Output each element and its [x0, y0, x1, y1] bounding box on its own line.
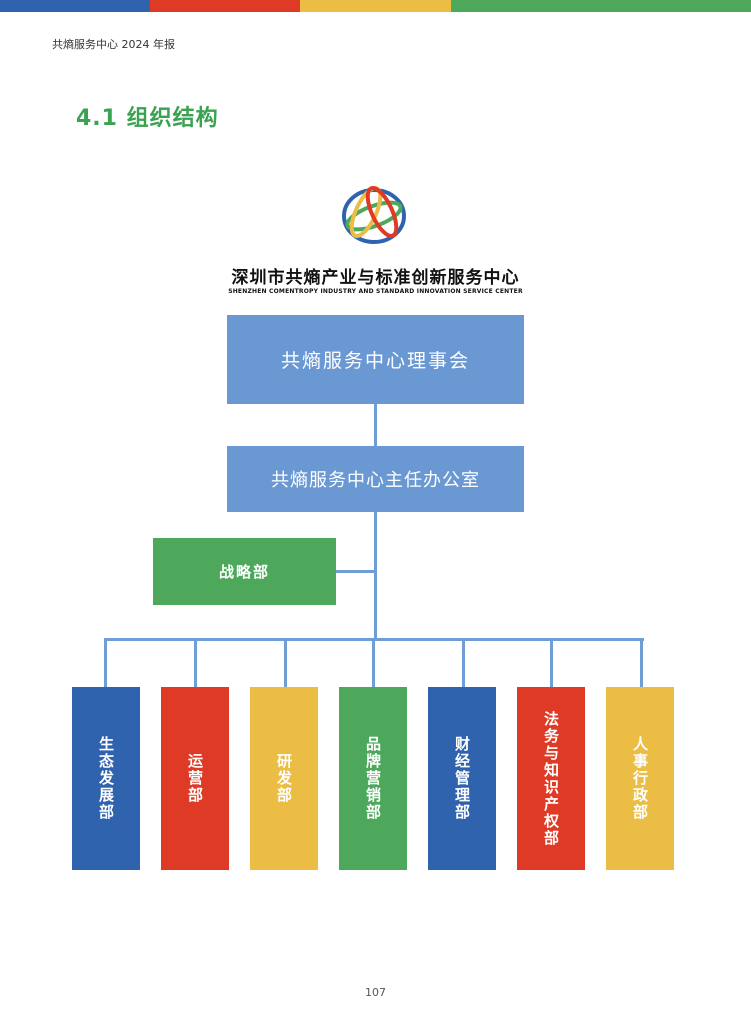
page-number: 107 — [365, 986, 386, 999]
department-label: 人事行政部 — [631, 736, 649, 821]
top-bar-green — [450, 0, 601, 12]
strategy-department-box: 战略部 — [153, 538, 336, 605]
department-box: 运营部 — [161, 687, 229, 870]
department-label: 运营部 — [186, 753, 204, 804]
department-label: 法务与知识产权部 — [542, 710, 560, 847]
tri-ring-logo-icon — [342, 186, 406, 244]
top-bar-green-2 — [600, 0, 751, 12]
department-label: 研发部 — [275, 753, 293, 804]
connector-board-office — [374, 404, 377, 446]
board-box: 共熵服务中心理事会 — [227, 315, 524, 404]
department-box: 研发部 — [250, 687, 318, 870]
connector-dept-2 — [194, 638, 197, 688]
connector-dept-7 — [640, 638, 643, 688]
top-bar-red — [150, 0, 301, 12]
department-label: 财经管理部 — [453, 736, 471, 821]
top-color-bar — [0, 0, 751, 12]
department-box: 生态发展部 — [72, 687, 140, 870]
top-bar-yellow — [300, 0, 451, 12]
department-box: 法务与知识产权部 — [517, 687, 585, 870]
section-title: 4.1 组织结构 — [76, 106, 219, 131]
connector-dept-1 — [104, 638, 107, 688]
connector-dept-4 — [372, 638, 375, 688]
document-header: 共熵服务中心 2024 年报 — [52, 38, 175, 51]
organization-name-cn: 深圳市共熵产业与标准创新服务中心 — [231, 268, 520, 288]
connector-office-trunk — [374, 512, 377, 641]
connector-dept-5 — [462, 638, 465, 688]
department-box: 人事行政部 — [606, 687, 674, 870]
top-bar-blue — [0, 0, 151, 12]
director-office-box: 共熵服务中心主任办公室 — [227, 446, 524, 512]
connector-dept-6 — [550, 638, 553, 688]
department-label: 品牌营销部 — [364, 736, 382, 821]
department-box: 品牌营销部 — [339, 687, 407, 870]
department-label: 生态发展部 — [97, 736, 115, 821]
connector-dept-3 — [284, 638, 287, 688]
organization-name-en: SHENZHEN COMENTROPY INDUSTRY AND STANDAR… — [228, 288, 523, 295]
department-box: 财经管理部 — [428, 687, 496, 870]
connector-strategy — [336, 570, 376, 573]
